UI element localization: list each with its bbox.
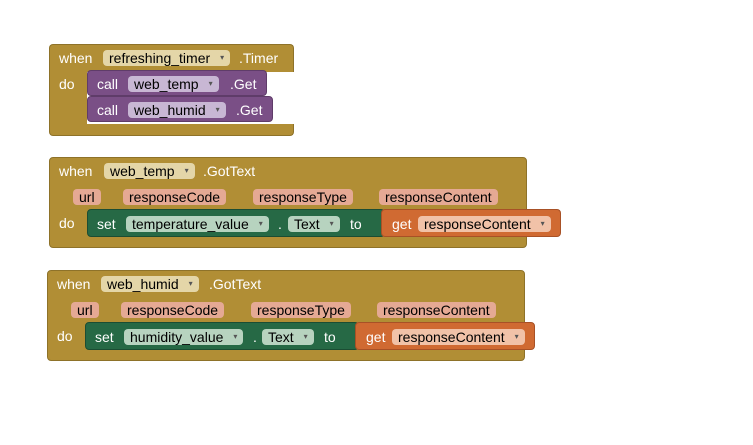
- web-humid-label: web_humid: [134, 102, 206, 118]
- chevron-down-icon[interactable]: ▾: [540, 219, 545, 228]
- get-response-content-block[interactable]: get responseContent ▾: [381, 209, 561, 237]
- web-temp-gottext-event-block[interactable]: when web_temp ▾ .GotText url responseCod…: [49, 157, 561, 248]
- when-keyword: when: [59, 163, 93, 179]
- text-property-dropdown[interactable]: Text ▾: [262, 329, 314, 345]
- chevron-down-icon[interactable]: ▾: [258, 219, 263, 228]
- param-response-code[interactable]: responseCode: [123, 189, 227, 205]
- get-method-label: .Get: [230, 76, 257, 92]
- web-temp-event-label: web_temp: [110, 163, 175, 179]
- response-content-dropdown[interactable]: responseContent ▾: [418, 216, 551, 232]
- chevron-down-icon[interactable]: ▾: [514, 332, 519, 341]
- param-response-type[interactable]: responseType: [251, 302, 351, 318]
- humidity-value-label: humidity_value: [130, 329, 224, 345]
- chevron-down-icon[interactable]: ▾: [329, 219, 334, 228]
- timer-component-label: refreshing_timer: [109, 50, 211, 66]
- param-response-content[interactable]: responseContent: [379, 189, 498, 205]
- get-keyword: get: [392, 216, 412, 232]
- param-response-code[interactable]: responseCode: [121, 302, 225, 318]
- set-keyword: set: [95, 329, 114, 345]
- call-web-humid-get-block[interactable]: call web_humid ▾ .Get: [87, 96, 273, 122]
- temperature-value-label: temperature_value: [132, 216, 249, 232]
- timer-component-dropdown[interactable]: refreshing_timer ▾: [103, 50, 231, 66]
- set-keyword: set: [97, 216, 116, 232]
- timer-event-block[interactable]: when refreshing_timer ▾ .Timer do call w…: [49, 44, 294, 136]
- text-property-dropdown[interactable]: Text ▾: [288, 216, 340, 232]
- chevron-down-icon[interactable]: ▾: [184, 166, 189, 175]
- get-keyword: get: [366, 329, 386, 345]
- do-keyword: do: [59, 215, 75, 231]
- when-keyword: when: [57, 276, 91, 292]
- chevron-down-icon[interactable]: ▾: [233, 332, 238, 341]
- web-humid-event-label: web_humid: [107, 276, 179, 292]
- call-keyword: call: [97, 76, 119, 92]
- set-temperature-text-block[interactable]: set temperature_value ▾ . Text ▾ to: [87, 209, 385, 237]
- humidity-value-dropdown[interactable]: humidity_value ▾: [124, 329, 244, 345]
- get-method-label: .Get: [236, 102, 263, 118]
- web-humid-event-component-dropdown[interactable]: web_humid ▾: [101, 276, 199, 292]
- response-content-label: responseContent: [398, 329, 505, 345]
- event-name-label: .Timer: [239, 50, 279, 66]
- call-web-temp-get-block[interactable]: call web_temp ▾ .Get: [87, 70, 267, 96]
- text-property-label: Text: [294, 216, 320, 232]
- web-temp-component-dropdown[interactable]: web_temp ▾: [128, 76, 219, 92]
- when-keyword: when: [59, 50, 93, 66]
- event-name-label: .GotText: [203, 163, 256, 179]
- timer-event-footer: [49, 124, 294, 136]
- web-humid-component-dropdown[interactable]: web_humid ▾: [128, 102, 226, 118]
- set-humidity-text-block[interactable]: set humidity_value ▾ . Text ▾ to: [85, 322, 359, 350]
- param-url[interactable]: url: [71, 302, 99, 318]
- response-content-label: responseContent: [424, 216, 531, 232]
- event-name-label: .GotText: [209, 276, 262, 292]
- param-response-type[interactable]: responseType: [253, 189, 353, 205]
- web-humid-gottext-event-block[interactable]: when web_humid ▾ .GotText url responseCo…: [47, 270, 535, 361]
- call-keyword: call: [97, 102, 119, 118]
- param-response-content[interactable]: responseContent: [377, 302, 496, 318]
- chevron-down-icon[interactable]: ▾: [188, 279, 193, 288]
- web-temp-event-component-dropdown[interactable]: web_temp ▾: [104, 163, 195, 179]
- do-keyword: do: [57, 328, 73, 344]
- dot-separator: .: [278, 216, 282, 232]
- do-keyword: do: [59, 76, 75, 92]
- chevron-down-icon[interactable]: ▾: [215, 105, 220, 114]
- text-property-label: Text: [268, 329, 294, 345]
- to-keyword: to: [350, 216, 362, 232]
- dot-separator: .: [253, 329, 257, 345]
- to-keyword: to: [324, 329, 336, 345]
- web-temp-label: web_temp: [134, 76, 199, 92]
- response-content-dropdown[interactable]: responseContent ▾: [392, 329, 525, 345]
- chevron-down-icon[interactable]: ▾: [208, 79, 213, 88]
- get-response-content-block[interactable]: get responseContent ▾: [355, 322, 535, 350]
- timer-event-side: [49, 71, 87, 127]
- chevron-down-icon[interactable]: ▾: [303, 332, 308, 341]
- param-url[interactable]: url: [73, 189, 101, 205]
- chevron-down-icon[interactable]: ▾: [220, 53, 225, 62]
- temperature-value-dropdown[interactable]: temperature_value ▾: [126, 216, 269, 232]
